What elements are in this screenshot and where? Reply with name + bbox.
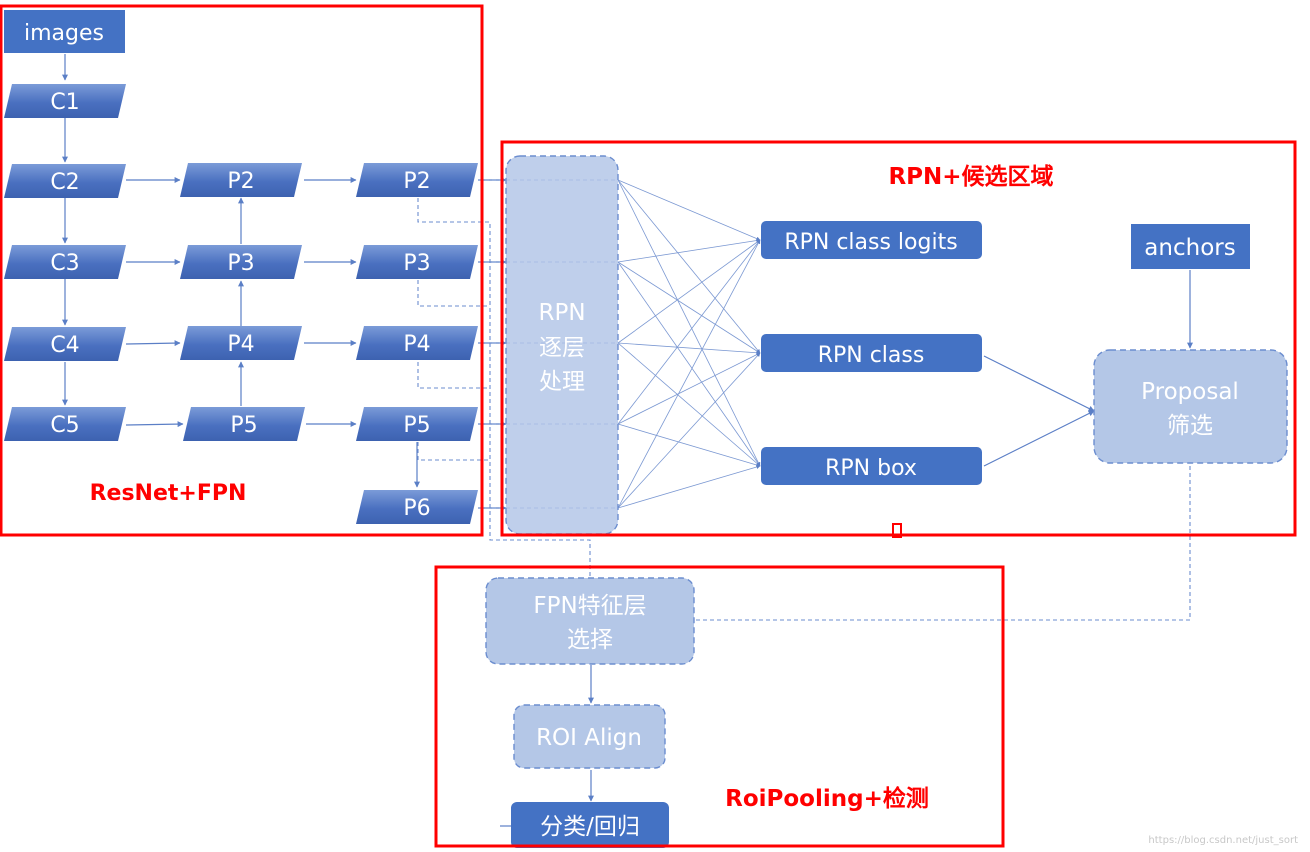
fan-line-4-2 — [617, 465, 761, 509]
node-p4-out-shape — [356, 326, 478, 360]
node-c1: C1 — [4, 84, 126, 118]
node-p3-out-label: P3 — [403, 251, 430, 276]
frame-resnet-fpn — [0, 4, 484, 537]
node-images-label: images — [24, 21, 104, 46]
frame-roi — [434, 565, 1005, 848]
fan-line-3-0 — [617, 239, 761, 425]
node-c3: C3 — [4, 245, 126, 279]
node-rpn-class: RPN class — [761, 334, 982, 372]
node-p4-mid-label: P4 — [227, 332, 254, 357]
fan-line-0-0 — [617, 179, 761, 241]
node-c3-label: C3 — [50, 251, 79, 276]
label-roi: RoiPooling+检测 — [725, 785, 929, 812]
node-fpn-select: FPN特征层 选择 — [485, 577, 695, 665]
node-anchors: anchors — [1131, 224, 1250, 269]
fan-line-1-1 — [617, 261, 761, 354]
fan-line-2-0 — [617, 239, 761, 344]
node-c5-label: C5 — [50, 413, 79, 438]
node-rpn-processing: RPN 逐层 处理 — [505, 155, 619, 535]
node-p6-out-label: P6 — [403, 496, 430, 521]
arrows-head — [500, 270, 1193, 827]
node-p5-mid: P5 — [183, 407, 305, 441]
frame-marker — [892, 523, 902, 538]
node-proposal: Proposal 筛选 — [1093, 349, 1288, 464]
fan-line-4-1 — [617, 352, 761, 509]
node-p5-mid-label: P5 — [230, 413, 257, 438]
node-p2-mid-label: P2 — [227, 169, 254, 194]
node-p3-mid-shape — [180, 245, 302, 279]
node-cls-reg: 分类/回归 — [511, 802, 669, 848]
rpn-class-logits-label: RPN class logits — [784, 230, 957, 255]
node-c2: C2 — [4, 164, 126, 198]
node-p3-out: P3 — [356, 245, 478, 279]
label-rpn: RPN+候选区域 — [888, 163, 1053, 190]
node-c3-shape — [4, 245, 126, 279]
fan-line-2-1 — [617, 342, 761, 355]
fpn-select-line-2: 选择 — [567, 627, 613, 653]
rpn-proc-line-3: 处理 — [539, 369, 585, 395]
fan-line-0-2 — [617, 179, 761, 467]
node-p5-out: P5 — [356, 407, 478, 441]
node-p4-mid-shape — [180, 326, 302, 360]
node-p6-out-shape — [356, 490, 478, 524]
node-rpn-box: RPN box — [761, 447, 982, 485]
node-p5-out-shape — [356, 407, 478, 441]
node-c1-label: C1 — [50, 90, 79, 115]
fan-line-3-2 — [617, 423, 761, 467]
node-p4-out: P4 — [356, 326, 478, 360]
label-resnet-fpn: ResNet+FPN — [90, 481, 247, 506]
proposal-line-2: 筛选 — [1167, 413, 1213, 439]
fpn-select-line-1: FPN特征层 — [533, 593, 646, 619]
node-c1-shape — [4, 84, 126, 118]
node-roi-align: ROI Align — [513, 704, 666, 769]
node-c2-label: C2 — [50, 170, 79, 195]
fan-line-3-1 — [617, 352, 761, 425]
node-rpn-class-logits: RPN class logits — [761, 221, 982, 259]
node-p5-out-label: P5 — [403, 413, 430, 438]
node-p3-mid-label: P3 — [227, 251, 254, 276]
node-p2-mid-shape — [180, 163, 302, 197]
rpn-proc-line-1: RPN — [538, 300, 585, 326]
roi-align-label: ROI Align — [536, 725, 642, 751]
rpn-box-label: RPN box — [825, 456, 917, 481]
watermark: https://blog.csdn.net/just_sort — [1148, 835, 1298, 846]
node-p3-mid: P3 — [180, 245, 302, 279]
section-frames — [0, 4, 1297, 848]
rpn-class-label: RPN class — [818, 343, 925, 368]
node-c5: C5 — [4, 407, 126, 441]
node-c4: C4 — [4, 327, 126, 361]
rpn-proc-line-2: 逐层 — [539, 335, 585, 361]
node-images: images — [4, 10, 125, 53]
fan-line-1-2 — [617, 261, 761, 467]
anchors-label: anchors — [1144, 235, 1235, 261]
node-c5-shape — [4, 407, 126, 441]
fan-line-4-0 — [617, 239, 761, 509]
node-c4-label: C4 — [50, 333, 79, 358]
node-p2-out-shape — [356, 163, 478, 197]
fan-line-2-2 — [617, 342, 761, 467]
fan-line-1-0 — [617, 238, 761, 263]
node-p4-out-label: P4 — [403, 332, 430, 357]
node-p3-out-shape — [356, 245, 478, 279]
cls-reg-label: 分类/回归 — [540, 814, 640, 840]
rpn-fan-lines — [617, 179, 761, 509]
node-p2-mid: P2 — [180, 163, 302, 197]
node-p2-out-label: P2 — [403, 169, 430, 194]
node-p5-mid-shape — [183, 407, 305, 441]
proposal-line-1: Proposal — [1141, 379, 1239, 405]
node-p6-out: P6 — [356, 490, 478, 524]
node-p2-out: P2 — [356, 163, 478, 197]
node-p4-mid: P4 — [180, 326, 302, 360]
frame-rpn — [500, 140, 1297, 537]
fan-line-0-1 — [617, 179, 761, 354]
node-c2-shape — [4, 164, 126, 198]
node-c4-shape — [4, 327, 126, 361]
